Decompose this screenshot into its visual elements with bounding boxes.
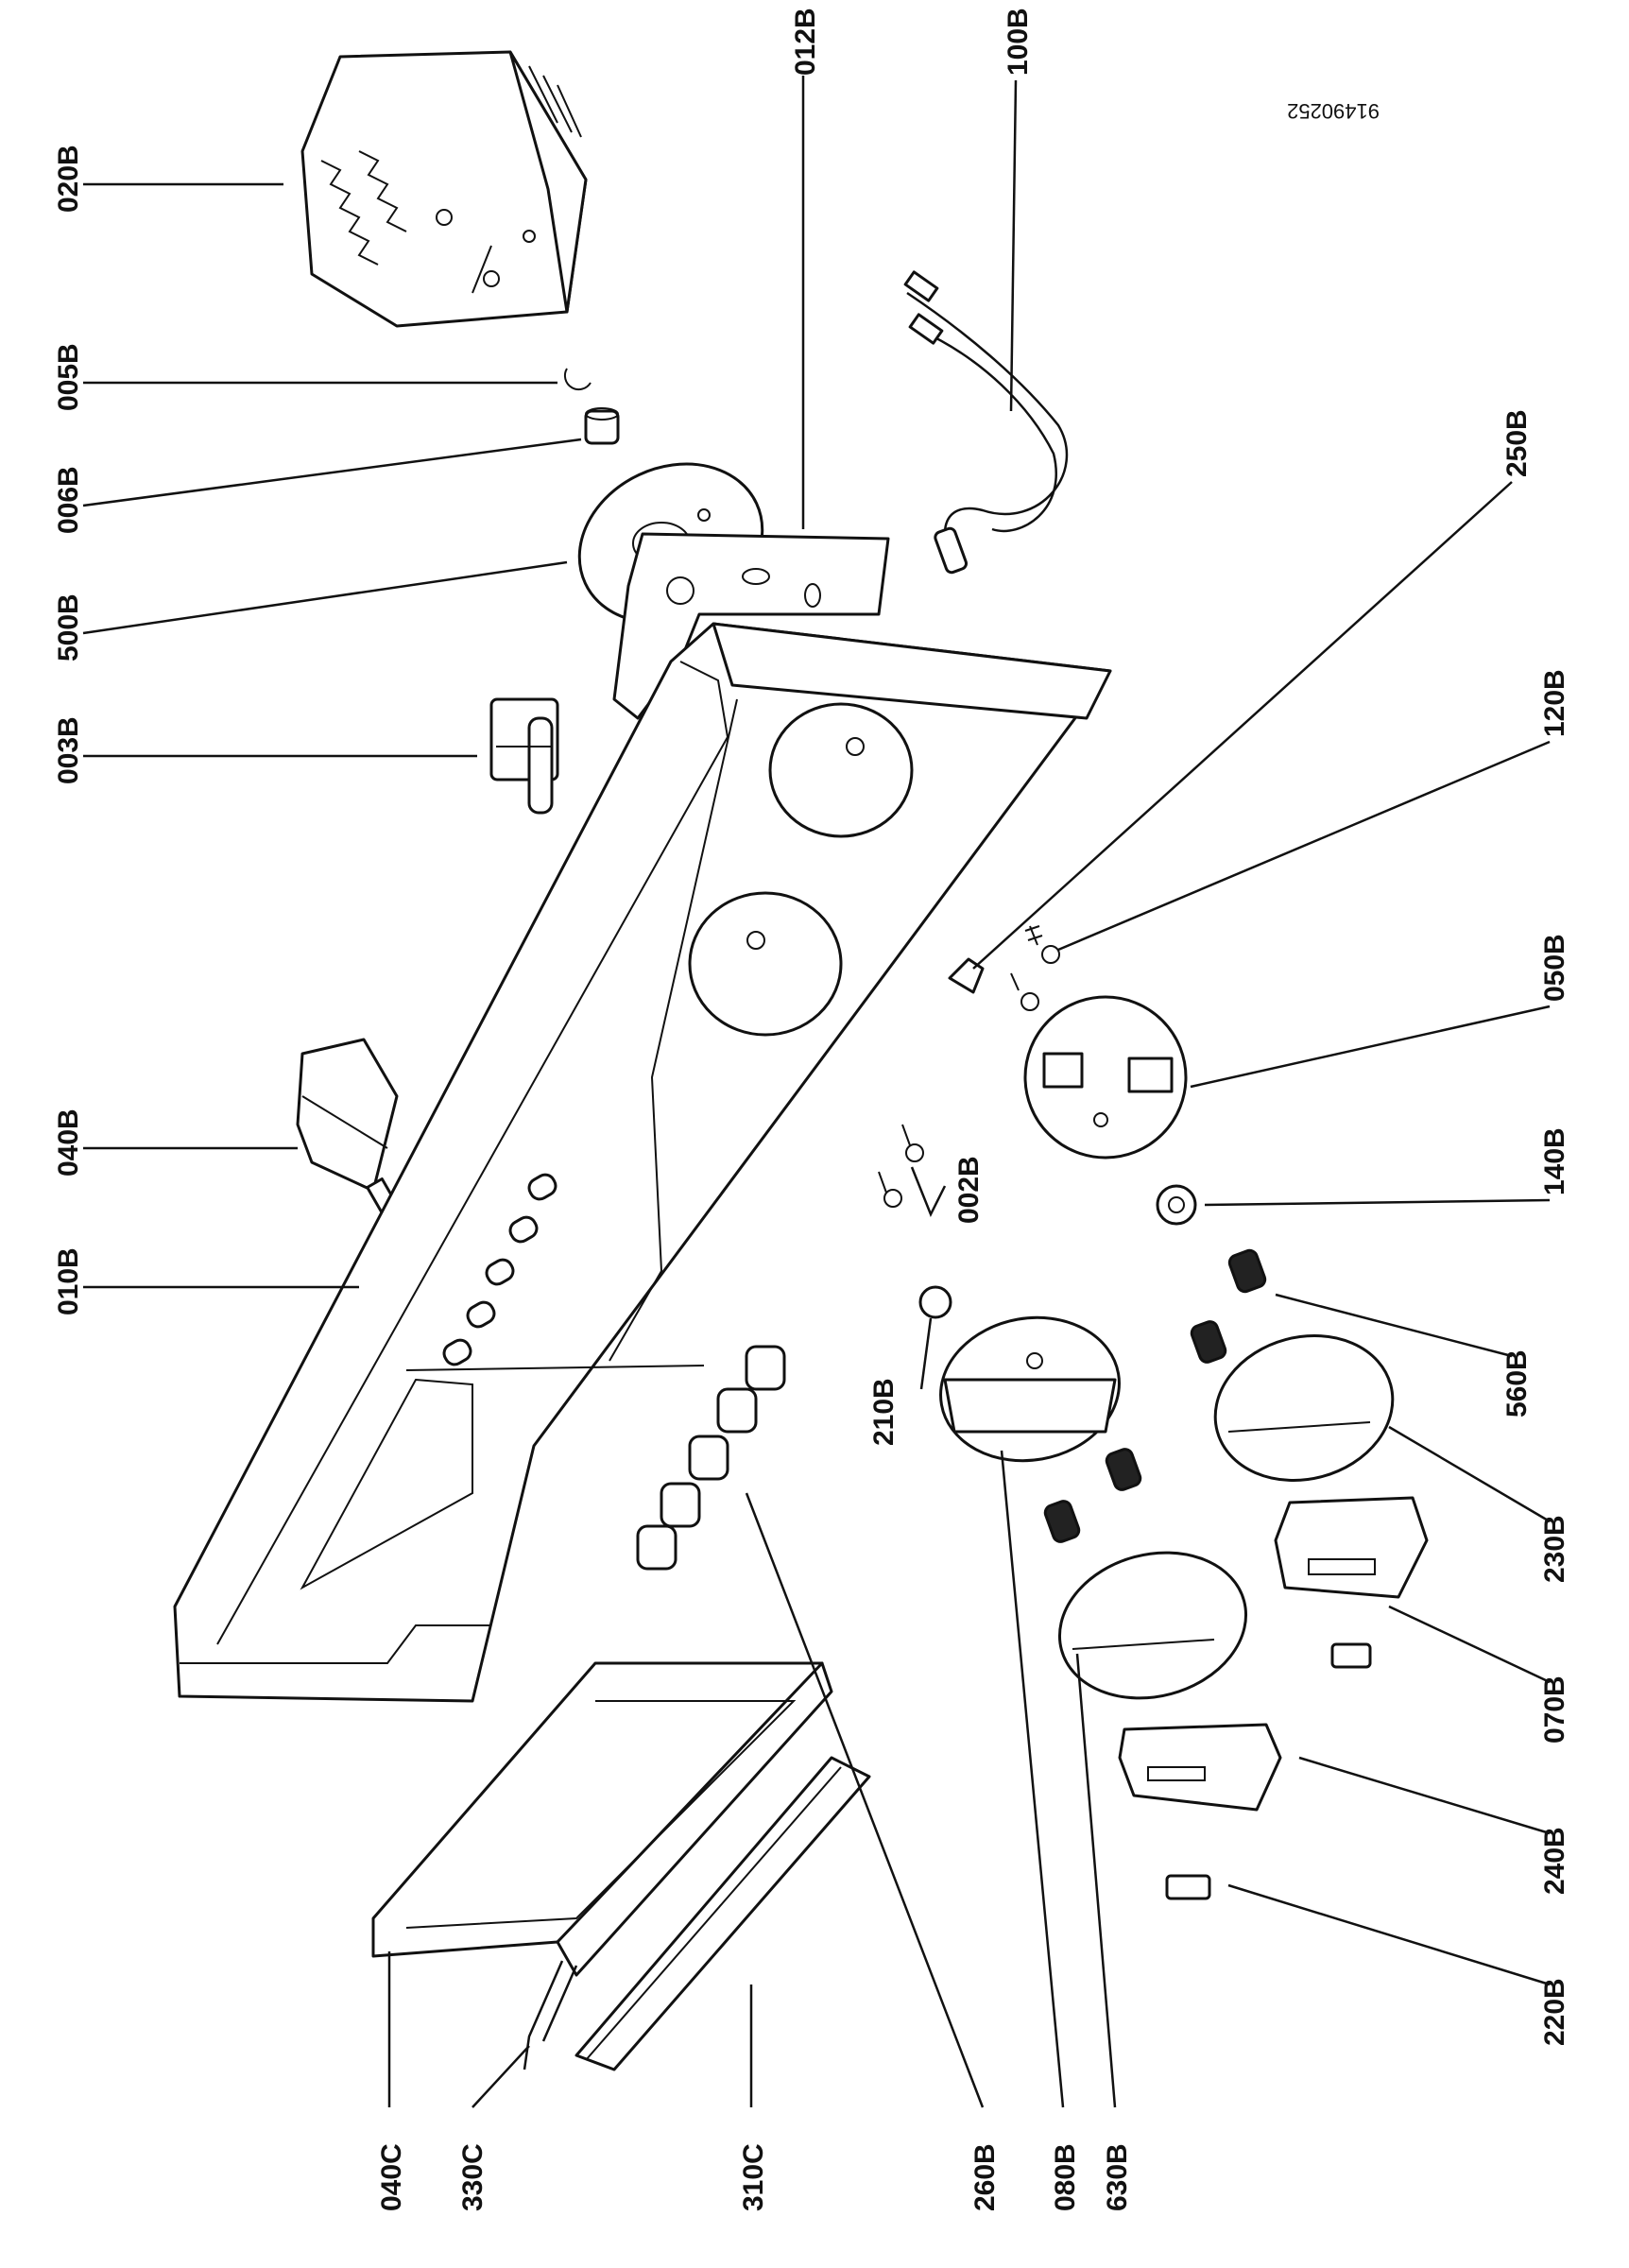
- knob-080b-part: [939, 1315, 1121, 1463]
- part-label-310c: 310C: [738, 2143, 769, 2211]
- part-label-500b: 500B: [53, 593, 84, 662]
- pushbutton-keys-part: [636, 1345, 786, 1571]
- part-label-070b: 070B: [1539, 1675, 1570, 1744]
- part-labels: 020B 005B 006B 500B 003B 040B 010B 040C …: [53, 8, 1570, 2211]
- part-label-120b: 120B: [1539, 669, 1570, 737]
- clip-220b-part: [1165, 1874, 1211, 1900]
- part-label-220b: 220B: [1539, 1978, 1570, 2046]
- part-label-010b: 010B: [53, 1247, 84, 1315]
- bushing-210b-part: [918, 1285, 952, 1319]
- part-label-630b: 630B: [1102, 2143, 1133, 2211]
- part-label-020b: 020B: [53, 145, 84, 213]
- part-label-080b: 080B: [1050, 2143, 1081, 2211]
- screws-002b-part: [878, 1124, 924, 1208]
- bushing-140b-part: [1156, 1184, 1197, 1226]
- part-label-330c: 330C: [457, 2143, 489, 2211]
- knob-230b-part: [1213, 1333, 1395, 1483]
- knob-base-part: [1023, 995, 1188, 1160]
- knob-630b-part: [1057, 1551, 1248, 1700]
- screws-120b-part: [1010, 925, 1060, 1011]
- control-panel-fascia-part: [173, 622, 1112, 1703]
- part-label-012b: 012B: [790, 8, 821, 76]
- part-label-100b: 100B: [1003, 8, 1034, 76]
- drawer-tray-part: [371, 1661, 833, 1977]
- programmer-timer-part: [300, 50, 588, 328]
- pushbutton-switch-part: [296, 1038, 399, 1213]
- hinge-lever-part: [523, 1960, 578, 2070]
- part-label-002b: 002B: [953, 1156, 985, 1224]
- part-label-005b: 005B: [53, 343, 84, 411]
- part-label-560b: 560B: [1501, 1349, 1533, 1418]
- springs-part: [1043, 1248, 1267, 1543]
- part-label-040c: 040C: [376, 2143, 407, 2211]
- circlip-part: [563, 368, 592, 391]
- trim-strip-part: [574, 1756, 871, 2071]
- indicator-240b-part: [1118, 1723, 1282, 1812]
- part-label-260b: 260B: [969, 2143, 1001, 2211]
- part-label-230b: 230B: [1539, 1515, 1570, 1583]
- part-label-003b: 003B: [53, 716, 84, 784]
- part-label-006b: 006B: [53, 466, 84, 534]
- part-label-210b: 210B: [868, 1378, 900, 1446]
- part-label-250b: 250B: [1501, 409, 1533, 477]
- rotary-switch-part: [489, 697, 559, 815]
- document-number: 91490252: [1287, 99, 1380, 123]
- part-label-050b: 050B: [1539, 934, 1570, 1002]
- leader-lines: [82, 76, 1551, 2108]
- indicator-070b-part: [1274, 1496, 1429, 1669]
- part-label-240b: 240B: [1539, 1827, 1570, 1895]
- part-label-140b: 140B: [1539, 1127, 1570, 1195]
- wire-lead-part: [903, 270, 1069, 575]
- part-label-040b: 040B: [53, 1108, 84, 1177]
- bushing-part: [584, 407, 620, 445]
